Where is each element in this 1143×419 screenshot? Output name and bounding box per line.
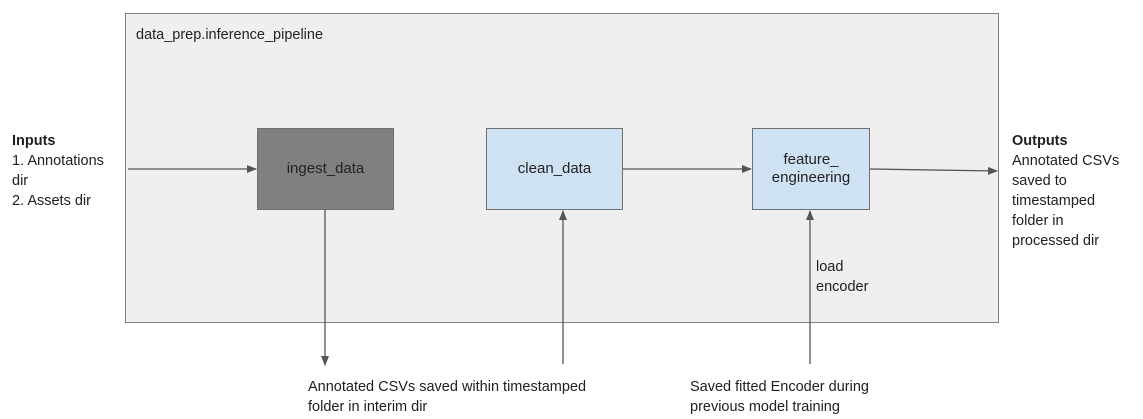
node-clean-data-label: clean_data [517,160,592,177]
outputs-line-3: timestamped [1012,193,1096,209]
node-ingest-data-label: ingest_data [286,160,365,177]
pipeline-title: data_prep.inference_pipeline [136,27,324,43]
outputs-block: Outputs Annotated CSVs saved to timestam… [1012,131,1119,251]
encoder-source-line-1: Saved fitted Encoder during [690,379,869,395]
inputs-heading: Inputs [12,133,56,149]
node-feature-engineering[interactable]: feature_ engineering [752,128,870,210]
outputs-line-4: folder in [1012,213,1064,229]
interim-output-line-1: Annotated CSVs saved within timestamped [308,379,587,395]
inputs-line-2: dir [12,173,29,189]
load-encoder-line-2: encoder [816,279,869,295]
edge-feature-to-outputs [869,166,998,175]
interim-output-note: Annotated CSVs saved within timestamped … [308,377,586,417]
outputs-heading: Outputs [1012,133,1068,149]
inputs-line-1: 1. Annotations [12,153,104,169]
inputs-line-3: 2. Assets dir [12,193,91,209]
node-feature-engineering-label-line-2: engineering [771,169,851,186]
load-encoder-line-1: load [816,259,844,275]
node-clean-data[interactable]: clean_data [486,128,623,210]
node-feature-engineering-label-line-1: feature_ [783,151,839,168]
encoder-source-line-2: previous model training [690,399,840,415]
node-feature-engineering-label: feature_ engineering [772,151,850,187]
outputs-line-2: saved to [1012,173,1067,189]
interim-output-line-2: folder in interim dir [308,399,428,415]
outputs-line-1: Annotated CSVs [1012,153,1120,169]
inputs-block: Inputs 1. Annotations dir 2. Assets dir [12,131,104,211]
node-ingest-data[interactable]: ingest_data [257,128,394,210]
load-encoder-label: load encoder [816,257,868,297]
encoder-source-note: Saved fitted Encoder during previous mod… [690,377,869,417]
outputs-line-5: processed dir [1012,233,1100,249]
